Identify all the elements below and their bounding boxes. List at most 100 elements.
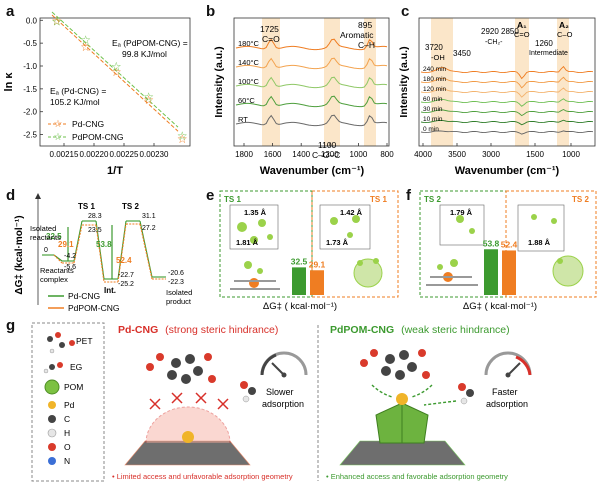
ts2-pd-dist-1: 1.79 Å	[450, 208, 473, 217]
level-28.3: 28.3	[88, 213, 102, 220]
barrier-bar	[502, 250, 516, 295]
pet-molecule-icon	[47, 332, 75, 354]
x-axis-label: Wavenumber (cm⁻¹)	[260, 165, 365, 177]
pd-cng-title-sub: (strong steric hindrance)	[165, 324, 278, 336]
ts1-pd-dist-2: 1.81 Å	[236, 238, 259, 247]
peak-1100: 1100	[318, 140, 337, 150]
label-int: Int.	[104, 286, 116, 295]
legend-pdpom-cng: PdPOM-CNG	[72, 132, 123, 142]
barrier-value: 29.1	[309, 259, 326, 269]
peak-ch2: -CH₂-	[485, 39, 503, 46]
ts1-pd-dist-1: 1.35 Å	[244, 208, 267, 217]
y-axis-label: Intensity (a.u.)	[213, 46, 225, 117]
legend-h: H	[64, 428, 70, 438]
ts2-pdpom-dist-1: 1.88 Å	[528, 238, 551, 247]
pom-icon	[44, 379, 60, 395]
legend-c: C	[64, 414, 70, 424]
panel-c-label: c	[401, 3, 410, 20]
legend-star-icon: ☆	[54, 132, 63, 143]
series-label: 60°C	[238, 96, 255, 105]
x-tick-label: 1600	[264, 150, 282, 159]
panel-g-label: g	[6, 317, 16, 334]
series-label: 180°C	[238, 39, 260, 48]
x-tick-label: 1000	[562, 150, 580, 159]
ts2-pdpom-inset	[517, 204, 565, 252]
c-atom-icon	[48, 415, 56, 423]
level-27.2: 27.2	[142, 225, 156, 232]
spectrum-line	[420, 65, 594, 80]
x-tick-label: 1000	[350, 150, 368, 159]
legend-o: O	[64, 442, 71, 452]
barrier-29.1: 29.1	[58, 240, 74, 249]
energy-profile: ΔG‡ (kcal·mol⁻¹)	[14, 193, 192, 313]
legend-pdpom-cng: PdPOM-CNG	[68, 303, 119, 313]
spectrum-line	[420, 130, 594, 135]
pd-gauge-label-1: Slower	[266, 387, 294, 397]
x-tick-label: 3500	[448, 150, 466, 159]
highlight-band-a2	[557, 18, 569, 146]
ts2-pdpom-molecule	[531, 214, 584, 287]
spectrum-line	[420, 108, 594, 117]
pd-atom	[396, 393, 408, 405]
fit-line	[51, 11, 179, 128]
data-point-star: ☆	[143, 90, 154, 104]
panel-d-label: d	[6, 187, 16, 204]
level-25.2: -25.2	[118, 281, 134, 288]
ts2-pdpom-frame	[505, 190, 597, 298]
x-tick-label: 800	[380, 150, 394, 159]
plot-frame	[233, 17, 390, 147]
data-point-star: ☆	[177, 132, 188, 146]
blocked-path-icons	[149, 392, 229, 410]
adsorption-scheme: PET EG POM Pd C H O N Pd-CNG (strong ste…	[31, 322, 532, 482]
highlight-band-1100	[324, 18, 340, 146]
panel-f-label: f	[406, 187, 411, 204]
y-axis-label: ln κ	[3, 72, 15, 92]
graphene-edge-left	[124, 440, 251, 466]
ts2-pd-title: TS 2	[424, 195, 441, 204]
highlight-band-895	[364, 18, 376, 146]
spectrum-line	[235, 76, 388, 89]
ts2-pdpom-title: TS 2	[572, 195, 589, 204]
x-tick-label: 3000	[482, 150, 500, 159]
x-tick-label: 1500	[526, 150, 544, 159]
legend-eg: EG	[70, 362, 82, 372]
pdpom-cng-title-sub: (weak steric hindrance)	[401, 324, 510, 336]
pdpom-gauge-label-2: adsorption	[486, 399, 528, 409]
x-axis-label: Wavenumber (cm⁻¹)	[455, 165, 560, 177]
peak-intermediate: Intermediate	[529, 50, 568, 57]
y-tick-label: -2.5	[23, 131, 37, 140]
barrier-value: 53.8	[483, 238, 500, 248]
graphene-edge-right	[339, 440, 466, 466]
pdpom-gauge-label-1: Faster	[492, 387, 518, 397]
pd-gauge-label-2: adsorption	[262, 399, 304, 409]
series-label: RT	[238, 115, 248, 124]
label-isolated-reactants-2: reactants	[30, 233, 61, 242]
ts1-pdpom-frame	[311, 190, 399, 298]
peak-1260: 1260	[535, 39, 553, 48]
eg-molecule-icon	[43, 362, 63, 374]
panel-e-label: e	[206, 187, 215, 204]
spectrum-line	[235, 95, 388, 108]
legend-pd: Pd	[64, 400, 75, 410]
graphene-sheet-left	[125, 441, 250, 465]
x-tick-label: 4000	[414, 150, 432, 159]
label-isolated-product-2: product	[166, 297, 192, 306]
barrier-value: 52.4	[501, 239, 518, 249]
x-axis-label: 1/T	[107, 165, 123, 177]
y-axis-label: ΔG‡ (kcal·mol⁻¹)	[14, 215, 25, 294]
series-label: 60 min	[423, 96, 443, 103]
peak-a1: A₁	[517, 20, 527, 30]
series-label: 0 min	[423, 126, 439, 133]
peak-3720: 3720	[425, 43, 443, 52]
n-atom-icon	[48, 457, 56, 465]
ts1-pdpom-dist-1: 1.42 Å	[340, 208, 363, 217]
barrier-arrows	[67, 225, 113, 279]
steric-hindrance-dome	[145, 406, 231, 444]
level-22.7: -22.7	[118, 272, 134, 279]
level-23.5: 23.5	[88, 227, 102, 234]
barrier-32.5: 32.5	[46, 232, 62, 241]
x-tick-label: 1200	[321, 150, 339, 159]
